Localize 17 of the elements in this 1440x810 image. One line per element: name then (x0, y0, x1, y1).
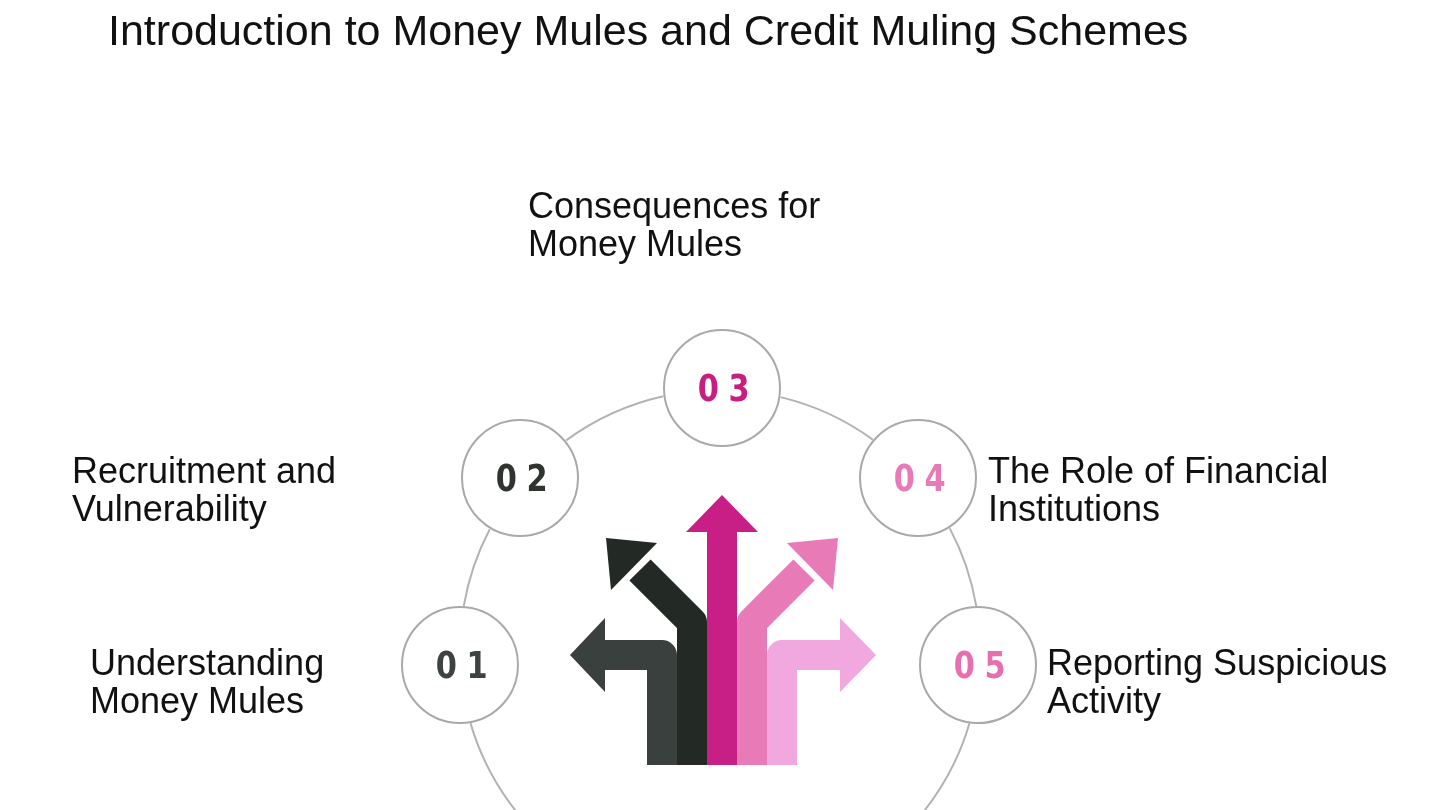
step-number: 05 (953, 643, 1015, 687)
connector-arc (565, 395, 665, 442)
diagram-title: Introduction to Money Mules and Credit Muling Schemes (108, 6, 1189, 55)
connector-arc (923, 722, 971, 810)
step-title: Consequences for Money Mules (528, 187, 822, 263)
step-title: The Role of Financial Institutions (988, 452, 1330, 528)
step-number: 01 (435, 643, 497, 687)
step-title: Understanding Money Mules (90, 644, 326, 720)
connector-arc (948, 527, 978, 608)
step-title: Recruitment and Vulnerability (72, 452, 338, 528)
connector-arc (469, 722, 517, 810)
connector-arc (779, 396, 874, 441)
step-number: 04 (893, 456, 955, 500)
step-title: Reporting Suspicious Activity (1047, 644, 1389, 720)
step-number: 03 (697, 366, 759, 410)
step-number: 02 (495, 456, 557, 500)
connector-arc (462, 528, 491, 608)
